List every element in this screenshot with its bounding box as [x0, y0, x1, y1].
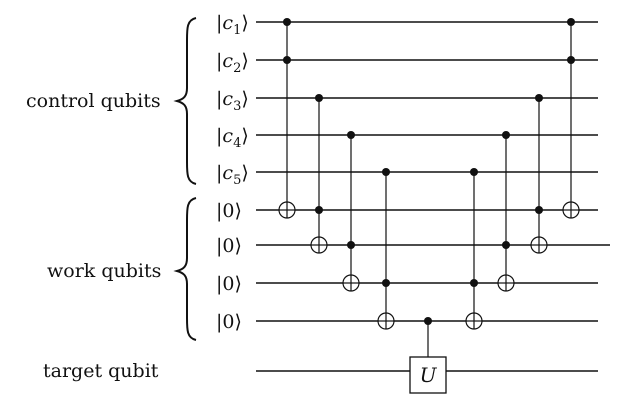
control-dot	[347, 241, 355, 249]
gate-u-label: U	[420, 363, 438, 387]
control-dot	[315, 94, 323, 102]
control-dot	[567, 56, 575, 64]
ket-label: |c4⟩	[216, 125, 249, 151]
toffoli-gate	[562, 18, 580, 219]
control-qubits-brace	[173, 17, 197, 185]
ket-label: |0⟩	[216, 235, 242, 257]
work-qubits-label: work qubits	[47, 260, 161, 282]
ket-label: |c5⟩	[216, 162, 249, 188]
toffoli-gate	[278, 18, 296, 219]
control-dot	[470, 279, 478, 287]
ket-label: |0⟩	[216, 273, 242, 295]
control-dot	[283, 56, 291, 64]
control-dot	[470, 168, 478, 176]
work-qubits-brace	[173, 197, 197, 341]
ket-label: |0⟩	[216, 311, 242, 333]
control-dot	[567, 18, 575, 26]
control-dot	[502, 131, 510, 139]
gate-layer	[278, 18, 580, 357]
control-qubits-label: control qubits	[26, 90, 161, 112]
ket-label: |c3⟩	[216, 88, 249, 114]
toffoli-gate	[465, 168, 483, 330]
toffoli-gate	[497, 131, 515, 292]
qubit-kets: |c1⟩ |c2⟩ |c3⟩ |c4⟩ |c5⟩ |0⟩ |0⟩ |0⟩ |0⟩	[216, 12, 249, 333]
control-dot	[382, 279, 390, 287]
controlled-u-gate: U	[409, 356, 447, 394]
toffoli-gate	[342, 131, 360, 292]
control-dot	[502, 241, 510, 249]
control-dot	[535, 206, 543, 214]
control-dot	[347, 131, 355, 139]
control-dot	[424, 317, 432, 325]
toffoli-gate	[310, 94, 328, 254]
ket-label: |c1⟩	[216, 12, 249, 38]
control-dot	[315, 206, 323, 214]
ket-label: |c2⟩	[216, 50, 249, 76]
control-dot	[283, 18, 291, 26]
control-dot	[382, 168, 390, 176]
control-dot	[535, 94, 543, 102]
ket-label: |0⟩	[216, 200, 242, 222]
target-qubit-label: target qubit	[43, 360, 159, 382]
toffoli-gate	[530, 94, 548, 254]
qubit-wires	[256, 21, 610, 372]
toffoli-gate	[377, 168, 395, 330]
controlled-u-connector	[424, 317, 432, 357]
